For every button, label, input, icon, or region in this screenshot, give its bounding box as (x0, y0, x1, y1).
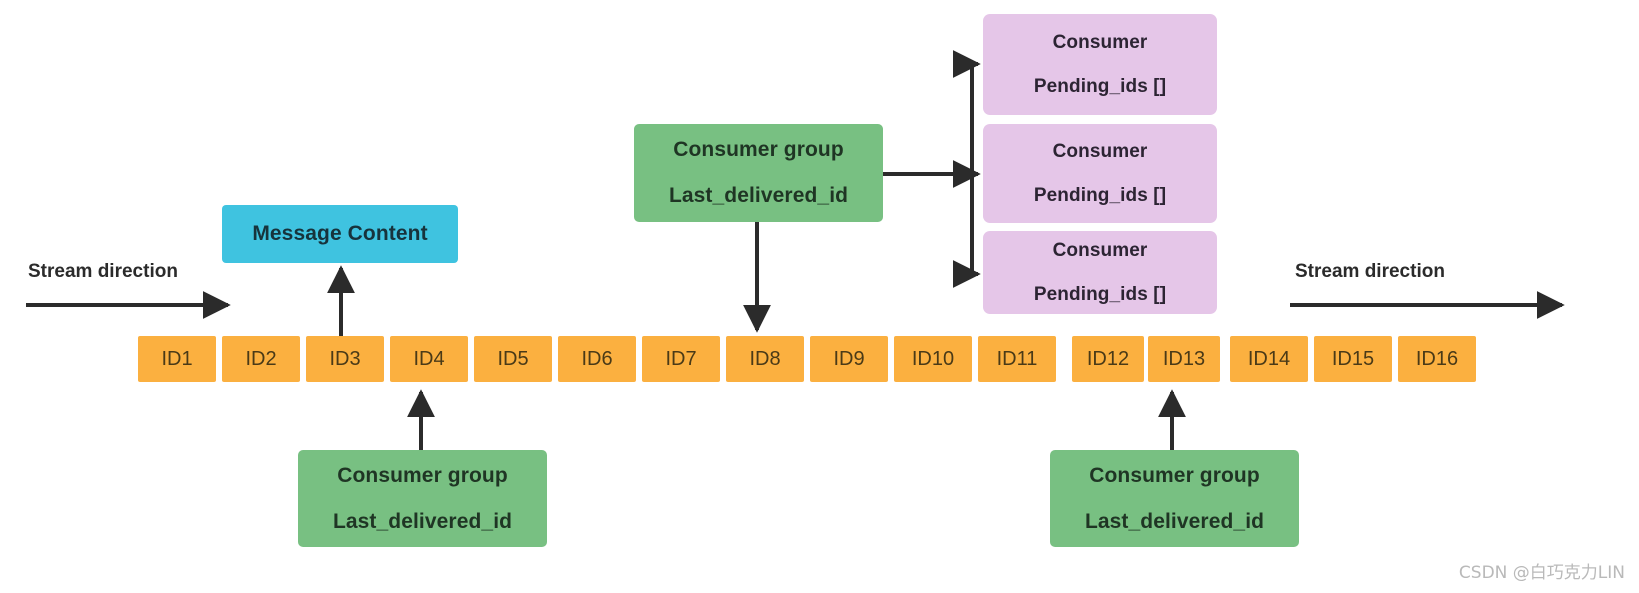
stream-id-cell-12[interactable]: ID12 (1072, 336, 1144, 382)
consumer-box-1[interactable]: Consumer Pending_ids [] (983, 14, 1217, 115)
consumer-group-box-top[interactable]: Consumer group Last_delivered_id (634, 124, 883, 222)
consumer-3-pending-ids: Pending_ids [] (1033, 283, 1167, 305)
stream-id-cell-2[interactable]: ID2 (222, 336, 300, 382)
stream-id-cell-6[interactable]: ID6 (558, 336, 636, 382)
csdn-watermark: CSDN @白巧克力LIN (1458, 563, 1625, 583)
stream-direction-label-right: Stream direction (1295, 261, 1445, 282)
consumer-group-top-last-delivered-id: Last_delivered_id (668, 184, 849, 207)
consumer-group-bottom-right-title: Consumer group (1089, 463, 1260, 487)
stream-direction-label-left: Stream direction (28, 261, 178, 282)
message-content-box[interactable]: Message Content (222, 205, 458, 263)
consumer-group-bottom-left-title: Consumer group (337, 463, 508, 487)
stream-id-cell-4[interactable]: ID4 (390, 336, 468, 382)
stream-id-cell-1[interactable]: ID1 (138, 336, 216, 382)
consumer-group-top-title: Consumer group (673, 138, 844, 161)
stream-id-cell-3[interactable]: ID3 (306, 336, 384, 382)
consumer-group-bottom-left-last-delivered-id: Last_delivered_id (332, 509, 513, 533)
consumer-group-box-bottom-right[interactable]: Consumer group Last_delivered_id (1050, 450, 1299, 547)
consumer-2-title: Consumer (1052, 140, 1148, 162)
consumer-2-pending-ids: Pending_ids [] (1033, 184, 1167, 206)
consumer-3-title: Consumer (1052, 239, 1148, 261)
consumer-1-title: Consumer (1052, 31, 1148, 53)
consumer-group-box-bottom-left[interactable]: Consumer group Last_delivered_id (298, 450, 547, 547)
consumer-box-3[interactable]: Consumer Pending_ids [] (983, 231, 1217, 314)
consumer-1-pending-ids: Pending_ids [] (1033, 75, 1167, 97)
message-content-label: Message Content (252, 222, 428, 245)
stream-id-cell-5[interactable]: ID5 (474, 336, 552, 382)
stream-id-cell-10[interactable]: ID10 (894, 336, 972, 382)
stream-id-cell-9[interactable]: ID9 (810, 336, 888, 382)
consumer-group-bottom-right-last-delivered-id: Last_delivered_id (1084, 509, 1265, 533)
stream-id-cell-15[interactable]: ID15 (1314, 336, 1392, 382)
stream-id-cell-7[interactable]: ID7 (642, 336, 720, 382)
stream-id-cell-13[interactable]: ID13 (1148, 336, 1220, 382)
stream-id-cell-14[interactable]: ID14 (1230, 336, 1308, 382)
consumer-box-2[interactable]: Consumer Pending_ids [] (983, 124, 1217, 223)
stream-id-cell-16[interactable]: ID16 (1398, 336, 1476, 382)
stream-id-cell-11[interactable]: ID11 (978, 336, 1056, 382)
stream-id-cell-8[interactable]: ID8 (726, 336, 804, 382)
